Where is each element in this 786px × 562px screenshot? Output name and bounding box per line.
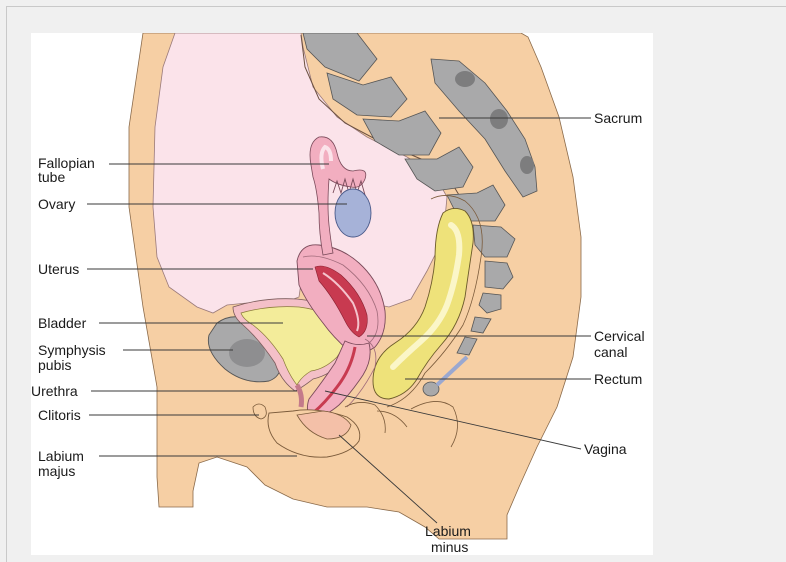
label-vagina: Vagina <box>584 441 627 457</box>
pubis-shade <box>229 339 265 367</box>
label-labium-minus: minus <box>431 539 468 555</box>
vertebra-shade <box>455 71 475 87</box>
label-labium-minus: Labium <box>425 523 471 539</box>
label-cervical-canal: Cervical <box>594 328 645 344</box>
label-bladder: Bladder <box>38 315 87 331</box>
label-cervical-canal: canal <box>594 344 627 360</box>
label-labium-majus: Labium <box>38 448 84 464</box>
label-rectum: Rectum <box>594 371 642 387</box>
label-ovary: Ovary <box>38 196 75 212</box>
ovary-shape <box>335 189 371 237</box>
vertebra-shade <box>520 156 534 174</box>
female-pelvis-diagram: Sacrum Fallopian tube Ovary Uterus Bladd… <box>31 33 653 555</box>
label-fallopian-tube: tube <box>38 169 65 185</box>
window-frame: Sacrum Fallopian tube Ovary Uterus Bladd… <box>6 6 786 562</box>
label-clitoris: Clitoris <box>38 407 81 423</box>
diagram-panel: Sacrum Fallopian tube Ovary Uterus Bladd… <box>31 33 653 555</box>
label-sacrum: Sacrum <box>594 110 642 126</box>
label-urethra: Urethra <box>31 383 78 399</box>
label-labium-majus: majus <box>38 463 75 479</box>
label-symphysis-pubis: Symphysis <box>38 342 106 358</box>
label-symphysis-pubis: pubis <box>38 357 71 373</box>
label-uterus: Uterus <box>38 261 79 277</box>
vertebra-shade <box>490 109 508 129</box>
